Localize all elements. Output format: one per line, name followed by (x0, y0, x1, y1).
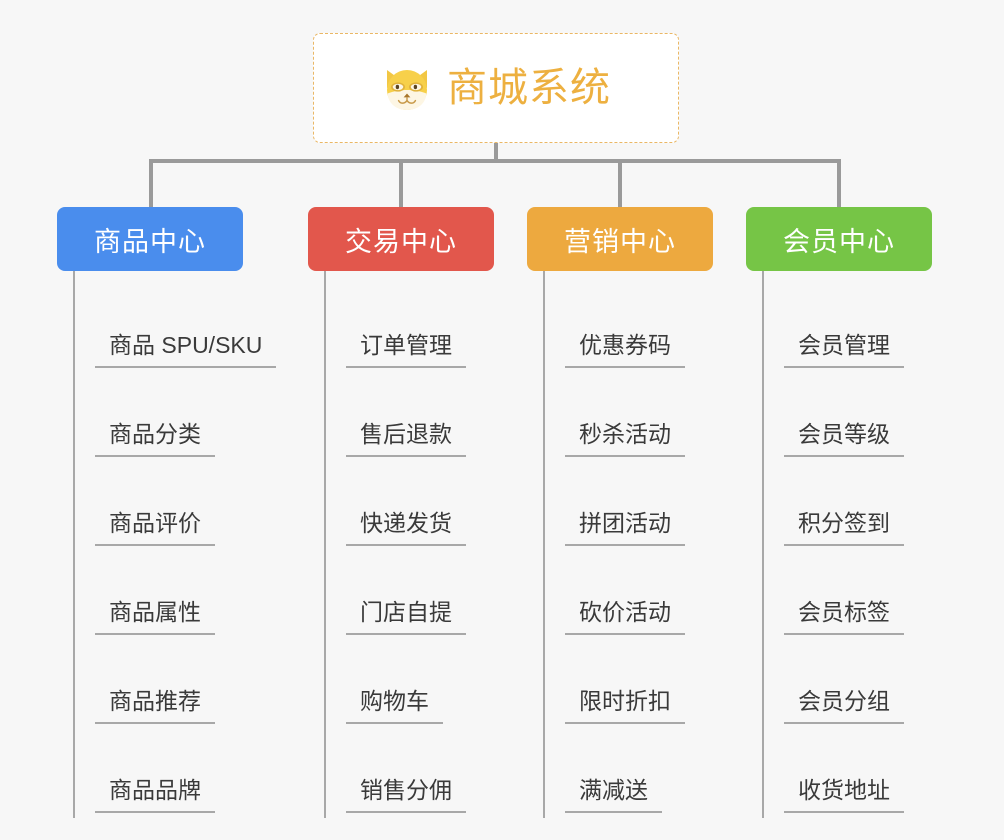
category-drop-connector-3 (618, 159, 622, 207)
root-title: 商城系统 (447, 66, 611, 110)
leaf-item[interactable]: 会员分组 (762, 635, 932, 724)
leaf-item[interactable]: 售后退款 (324, 368, 494, 457)
leaf-label: 商品评价 (95, 512, 215, 546)
leaf-item[interactable]: 秒杀活动 (543, 368, 713, 457)
root-node[interactable]: 商城系统 (313, 33, 679, 143)
category-title-2: 交易中心 (345, 226, 457, 257)
leaf-item[interactable]: 积分签到 (762, 457, 932, 546)
leaf-label: 订单管理 (346, 334, 466, 368)
leaf-list-1: 商品 SPU/SKU 商品分类 商品评价 商品属性 商品推荐 商品品牌 (57, 271, 277, 818)
leaf-label: 秒杀活动 (565, 423, 685, 457)
category-title-1: 商品中心 (94, 226, 206, 257)
leaf-label: 砍价活动 (565, 601, 685, 635)
category-header-3[interactable]: 营销中心 (527, 207, 713, 271)
leaf-label: 会员分组 (784, 690, 904, 724)
leaf-item[interactable]: 会员等级 (762, 368, 932, 457)
leaf-list-2: 订单管理 售后退款 快递发货 门店自提 购物车 销售分佣 (308, 271, 494, 818)
leaf-label: 销售分佣 (346, 779, 466, 813)
leaf-label: 优惠券码 (565, 334, 685, 368)
leaf-list-4: 会员管理 会员等级 积分签到 会员标签 会员分组 收货地址 (746, 271, 932, 818)
root-stem-connector (494, 143, 498, 163)
leaf-trunk-3 (543, 271, 545, 818)
category-header-2[interactable]: 交易中心 (308, 207, 494, 271)
leaf-label: 会员管理 (784, 334, 904, 368)
leaf-list-3: 优惠券码 秒杀活动 拼团活动 砍价活动 限时折扣 满减送 (527, 271, 713, 818)
leaf-label: 会员等级 (784, 423, 904, 457)
leaf-item[interactable]: 门店自提 (324, 546, 494, 635)
leaf-item[interactable]: 商品 SPU/SKU (73, 279, 277, 368)
leaf-label: 积分签到 (784, 512, 904, 546)
leaf-trunk-4 (762, 271, 764, 818)
leaf-item[interactable]: 商品属性 (73, 546, 243, 635)
category-header-1[interactable]: 商品中心 (57, 207, 243, 271)
leaf-item[interactable]: 订单管理 (324, 279, 494, 368)
category-drop-connector-4 (837, 159, 841, 207)
category-drop-connector-2 (399, 159, 403, 207)
leaf-label: 限时折扣 (565, 690, 685, 724)
leaf-item[interactable]: 销售分佣 (324, 724, 494, 813)
leaf-item[interactable]: 会员管理 (762, 279, 932, 368)
category-column-1: 商品中心 商品 SPU/SKU 商品分类 商品评价 商品属性 商品推荐 商品品牌 (57, 207, 277, 818)
leaf-label: 商品品牌 (95, 779, 215, 813)
leaf-label: 商品 SPU/SKU (95, 334, 277, 368)
leaf-item[interactable]: 收货地址 (762, 724, 932, 813)
leaf-label: 商品分类 (95, 423, 215, 457)
leaf-label: 购物车 (346, 690, 443, 724)
leaf-item[interactable]: 会员标签 (762, 546, 932, 635)
leaf-label: 商品推荐 (95, 690, 215, 724)
leaf-label: 拼团活动 (565, 512, 685, 546)
category-header-4[interactable]: 会员中心 (746, 207, 932, 271)
category-column-3: 营销中心 优惠券码 秒杀活动 拼团活动 砍价活动 限时折扣 满减送 (527, 207, 713, 818)
leaf-label: 门店自提 (346, 601, 466, 635)
leaf-label: 收货地址 (784, 779, 904, 813)
leaf-label: 满减送 (565, 779, 662, 813)
leaf-item[interactable]: 优惠券码 (543, 279, 713, 368)
category-column-2: 交易中心 订单管理 售后退款 快递发货 门店自提 购物车 销售分佣 (308, 207, 494, 818)
leaf-trunk-1 (73, 271, 75, 818)
leaf-item[interactable]: 商品推荐 (73, 635, 243, 724)
leaf-item[interactable]: 砍价活动 (543, 546, 713, 635)
leaf-item[interactable]: 满减送 (543, 724, 713, 813)
leaf-item[interactable]: 购物车 (324, 635, 494, 724)
category-column-4: 会员中心 会员管理 会员等级 积分签到 会员标签 会员分组 收货地址 (746, 207, 932, 818)
category-title-3: 营销中心 (564, 226, 676, 257)
leaf-item[interactable]: 快递发货 (324, 457, 494, 546)
category-bus-connector (149, 159, 841, 163)
category-title-4: 会员中心 (783, 226, 895, 257)
leaf-label: 会员标签 (784, 601, 904, 635)
leaf-item[interactable]: 拼团活动 (543, 457, 713, 546)
leaf-item[interactable]: 限时折扣 (543, 635, 713, 724)
leaf-item[interactable]: 商品分类 (73, 368, 243, 457)
leaf-label: 快递发货 (346, 512, 466, 546)
leaf-label: 售后退款 (346, 423, 466, 457)
leaf-label: 商品属性 (95, 601, 215, 635)
leaf-item[interactable]: 商品评价 (73, 457, 243, 546)
leaf-trunk-2 (324, 271, 326, 818)
shiba-inu-dog-face-icon (381, 62, 433, 114)
leaf-item[interactable]: 商品品牌 (73, 724, 243, 813)
category-drop-connector-1 (149, 159, 153, 207)
